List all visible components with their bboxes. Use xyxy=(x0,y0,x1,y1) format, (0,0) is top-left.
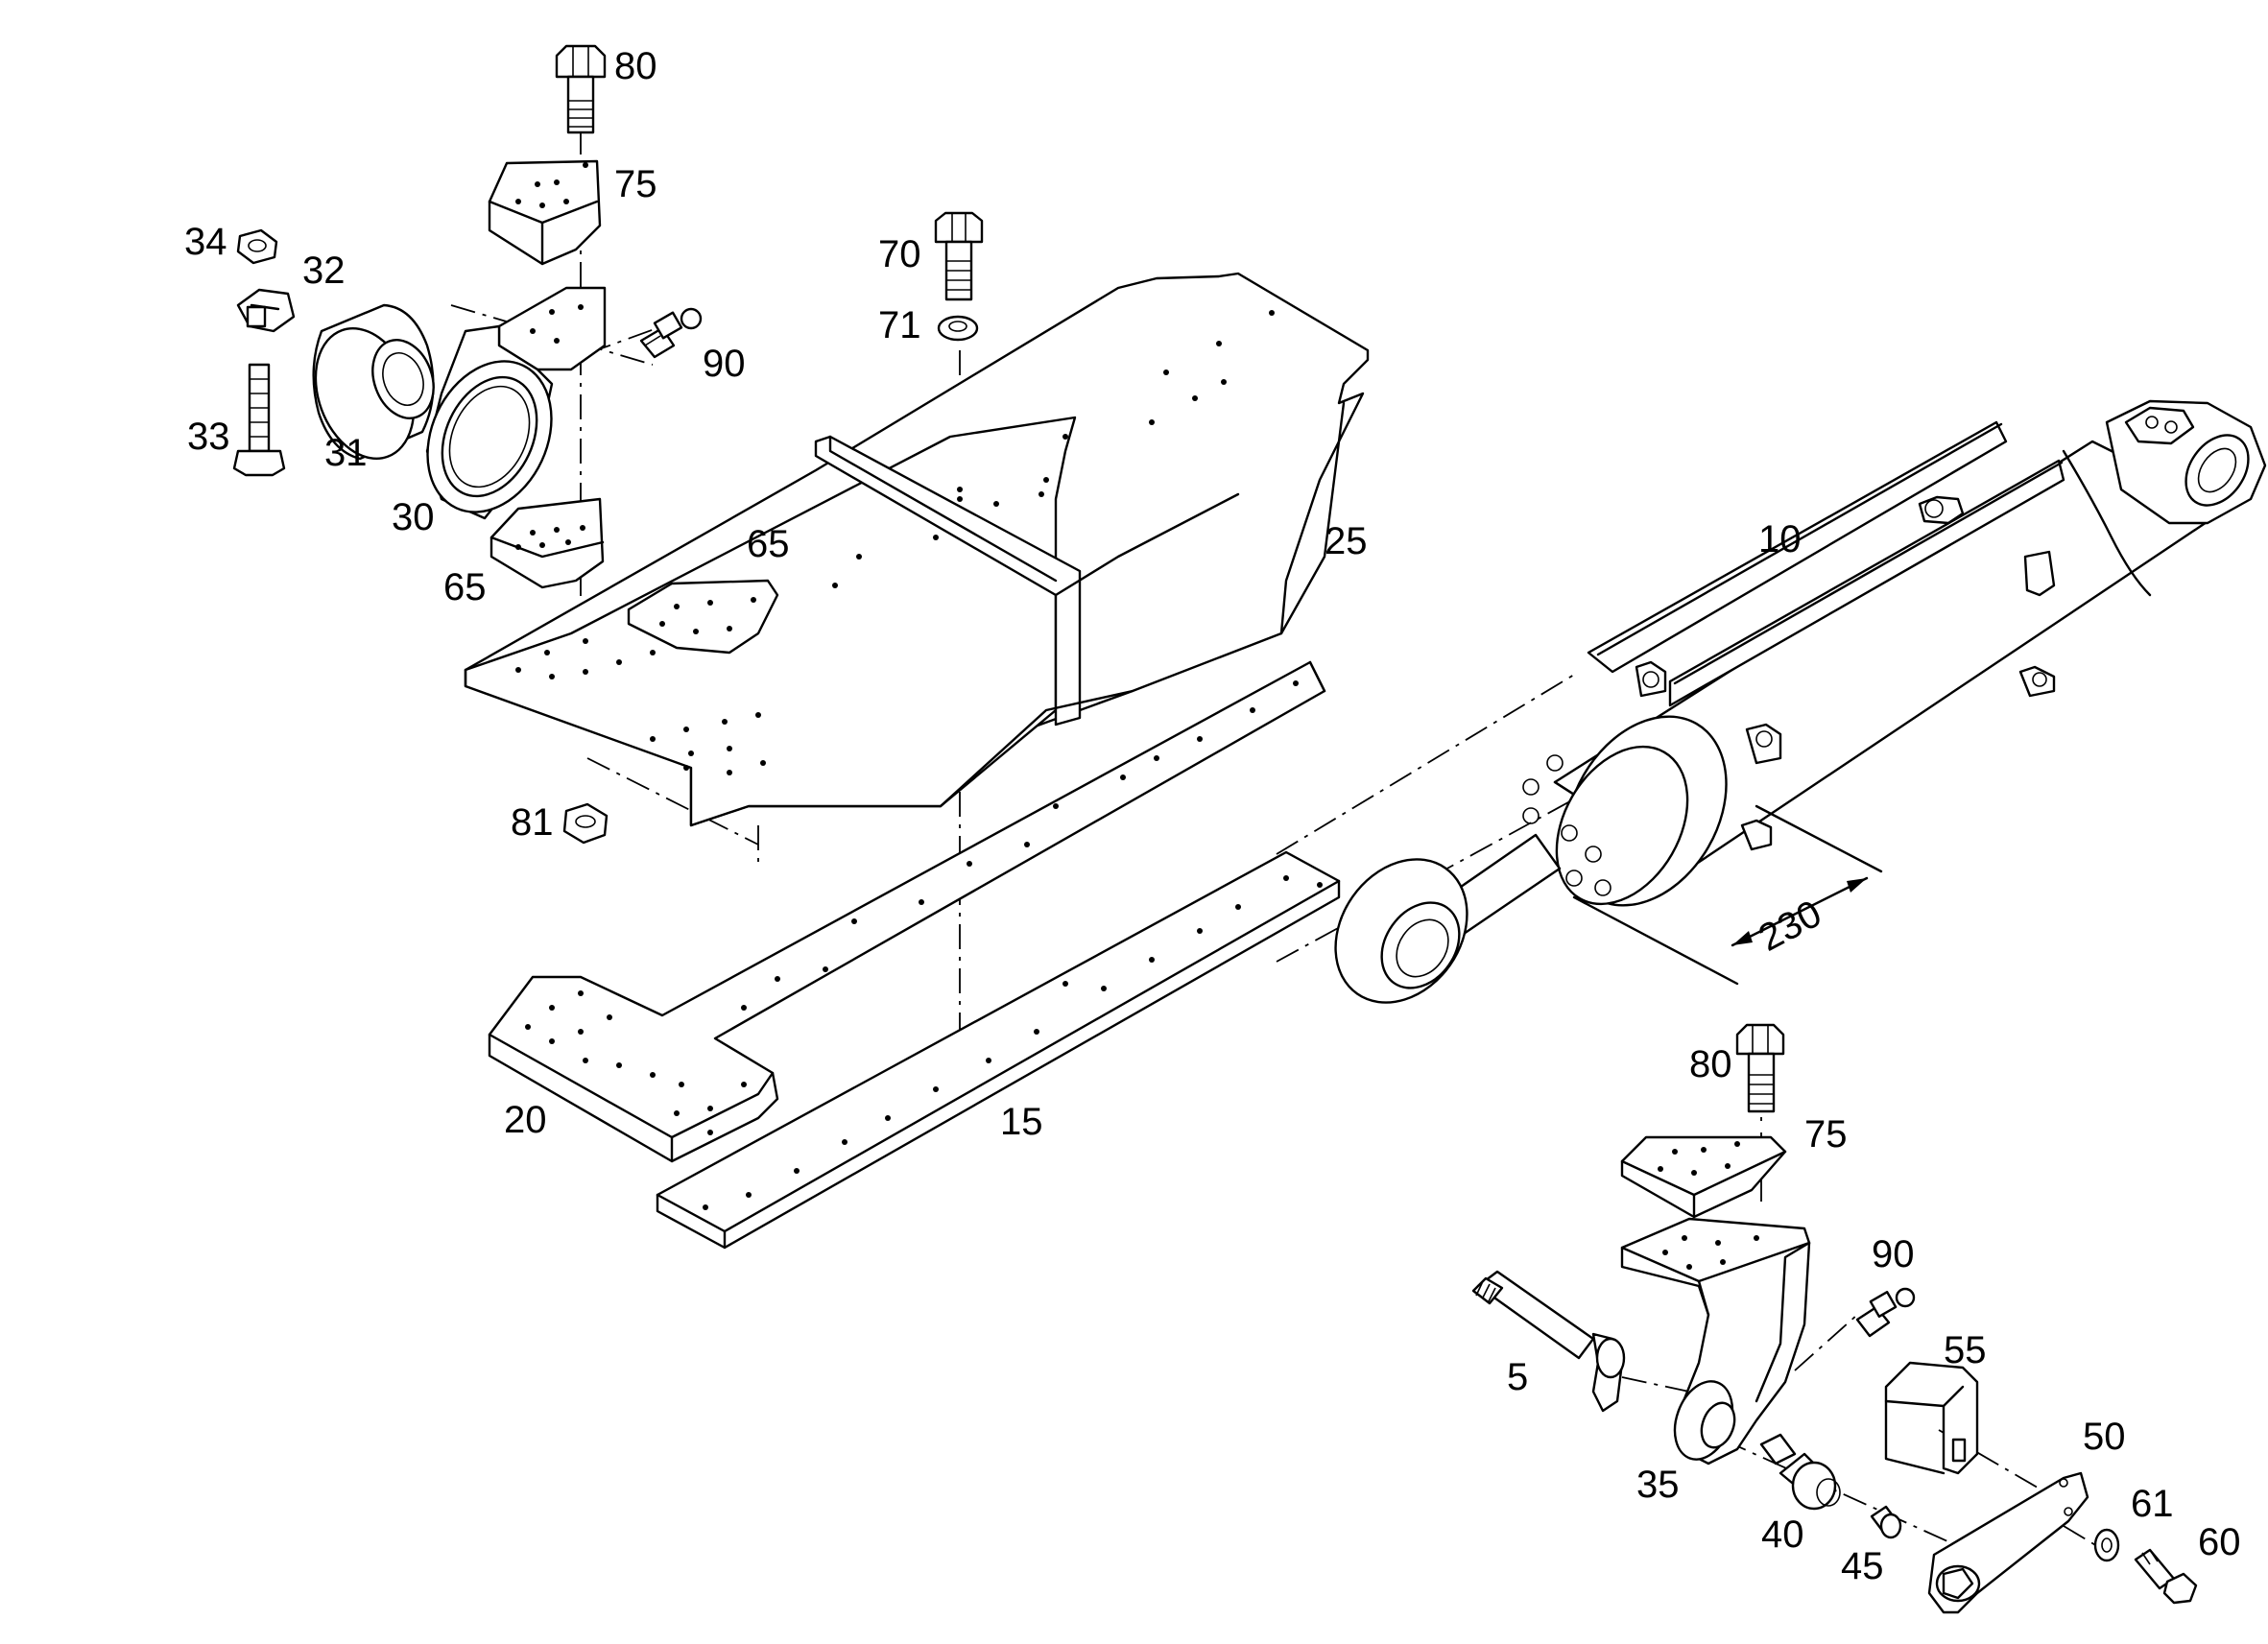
adapter-40 xyxy=(1759,1433,1841,1511)
bolt-60 xyxy=(2134,1548,2198,1605)
bolt-70 xyxy=(934,211,984,301)
label-81: 81 xyxy=(511,801,554,844)
label-80-bottom: 80 xyxy=(1689,1043,1732,1085)
bush-31 xyxy=(312,303,435,461)
label-45: 45 xyxy=(1841,1545,1884,1587)
lower-right-bracket-assembly xyxy=(1471,1023,2198,1614)
plate-75-top xyxy=(488,159,602,266)
grease-nipple-90-top xyxy=(639,307,703,359)
label-70: 70 xyxy=(878,233,921,275)
label-40: 40 xyxy=(1761,1513,1804,1556)
strip-15 xyxy=(656,850,1341,1250)
label-90-top: 90 xyxy=(703,343,746,385)
label-15: 15 xyxy=(1000,1101,1043,1143)
label-30: 30 xyxy=(392,496,435,538)
dimension-230 xyxy=(1572,804,1883,986)
label-65-left: 65 xyxy=(443,566,487,608)
bolt-80-bottom xyxy=(1735,1023,1785,1113)
clamp-bar-50 xyxy=(1927,1471,2089,1614)
label-10: 10 xyxy=(1758,518,1802,560)
clamp-32 xyxy=(236,288,296,333)
label-60: 60 xyxy=(2198,1521,2241,1563)
bolt-33 xyxy=(232,363,286,477)
label-50: 50 xyxy=(2083,1416,2126,1458)
eye-bracket-30 xyxy=(425,286,607,520)
label-65-mid: 65 xyxy=(747,523,790,565)
label-80-top: 80 xyxy=(614,45,657,87)
label-61: 61 xyxy=(2131,1483,2174,1525)
label-32: 32 xyxy=(302,250,346,292)
hydraulic-cylinder-10 xyxy=(1334,399,2267,1004)
grease-nipple-90-bottom xyxy=(1855,1287,1916,1338)
label-55: 55 xyxy=(1944,1329,1987,1371)
label-75-bottom: 75 xyxy=(1804,1113,1848,1156)
label-31: 31 xyxy=(324,432,368,474)
bolt-80-top xyxy=(555,44,607,134)
frame-weldment-25 xyxy=(464,272,1370,827)
pin-5 xyxy=(1471,1270,1626,1413)
label-5: 5 xyxy=(1507,1356,1528,1398)
plate-65-left xyxy=(489,497,605,589)
plate-75-bottom xyxy=(1620,1135,1787,1219)
label-71: 71 xyxy=(878,304,921,346)
nipple-45 xyxy=(1870,1505,1902,1539)
label-20: 20 xyxy=(504,1099,547,1141)
nut-81 xyxy=(562,802,609,845)
label-25: 25 xyxy=(1325,520,1368,562)
label-33: 33 xyxy=(187,416,230,458)
upper-left-bracket-assembly xyxy=(232,44,703,589)
bracket-35 xyxy=(1620,1217,1811,1465)
washer-61 xyxy=(2093,1528,2120,1562)
nut-34 xyxy=(236,228,278,265)
block-55 xyxy=(1884,1361,1979,1475)
label-34: 34 xyxy=(184,221,227,263)
label-75-top: 75 xyxy=(614,163,657,205)
label-35: 35 xyxy=(1636,1464,1680,1506)
washer-71 xyxy=(937,315,979,342)
plate-65-mid xyxy=(627,579,779,655)
label-90-bottom: 90 xyxy=(1872,1233,1915,1275)
plate-20 xyxy=(488,660,1326,1163)
